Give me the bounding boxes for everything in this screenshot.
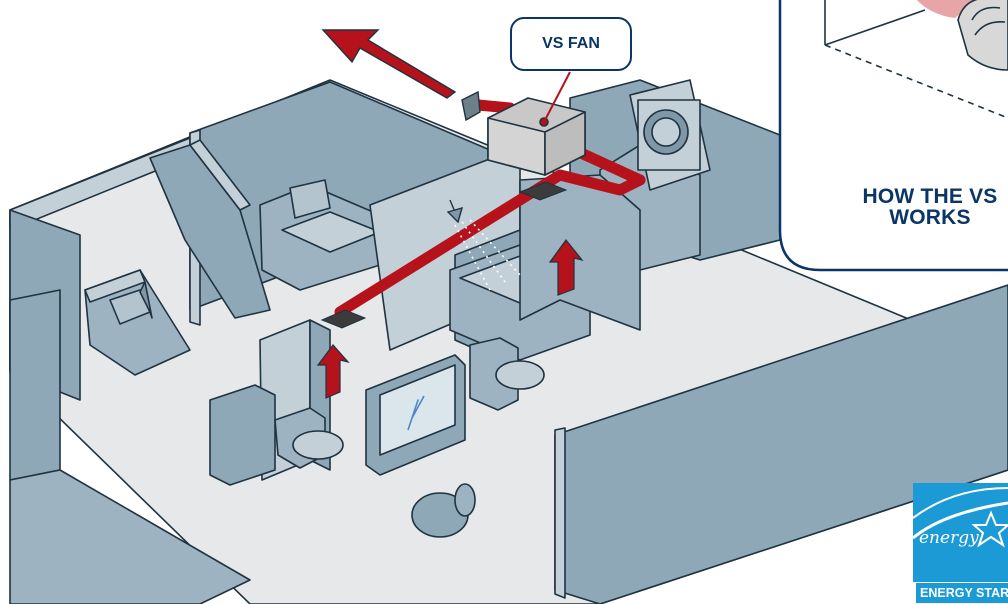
vs-fan-label: VS FAN xyxy=(510,17,632,71)
callout-title-line-1: HOW THE VS xyxy=(800,186,1008,207)
vs-fan-label-text: VS FAN xyxy=(542,35,600,53)
callout-title-line-2: WORKS xyxy=(800,207,1008,228)
callout-title: HOW THE VS WORKS xyxy=(800,186,1008,228)
energy-star-swoosh-icon: energy xyxy=(913,483,1008,583)
energy-star-text: ENERGY STAR xyxy=(916,583,1008,603)
dresser xyxy=(210,385,275,485)
front-left-wall xyxy=(10,290,60,480)
energy-star-logo: energy ENERGY STAR xyxy=(913,483,1008,604)
energy-script-text: energy xyxy=(919,528,979,548)
vs-fan-unit xyxy=(488,72,585,175)
exterior-vent-hood xyxy=(462,92,480,120)
exhaust-duct-outlet xyxy=(478,105,510,108)
